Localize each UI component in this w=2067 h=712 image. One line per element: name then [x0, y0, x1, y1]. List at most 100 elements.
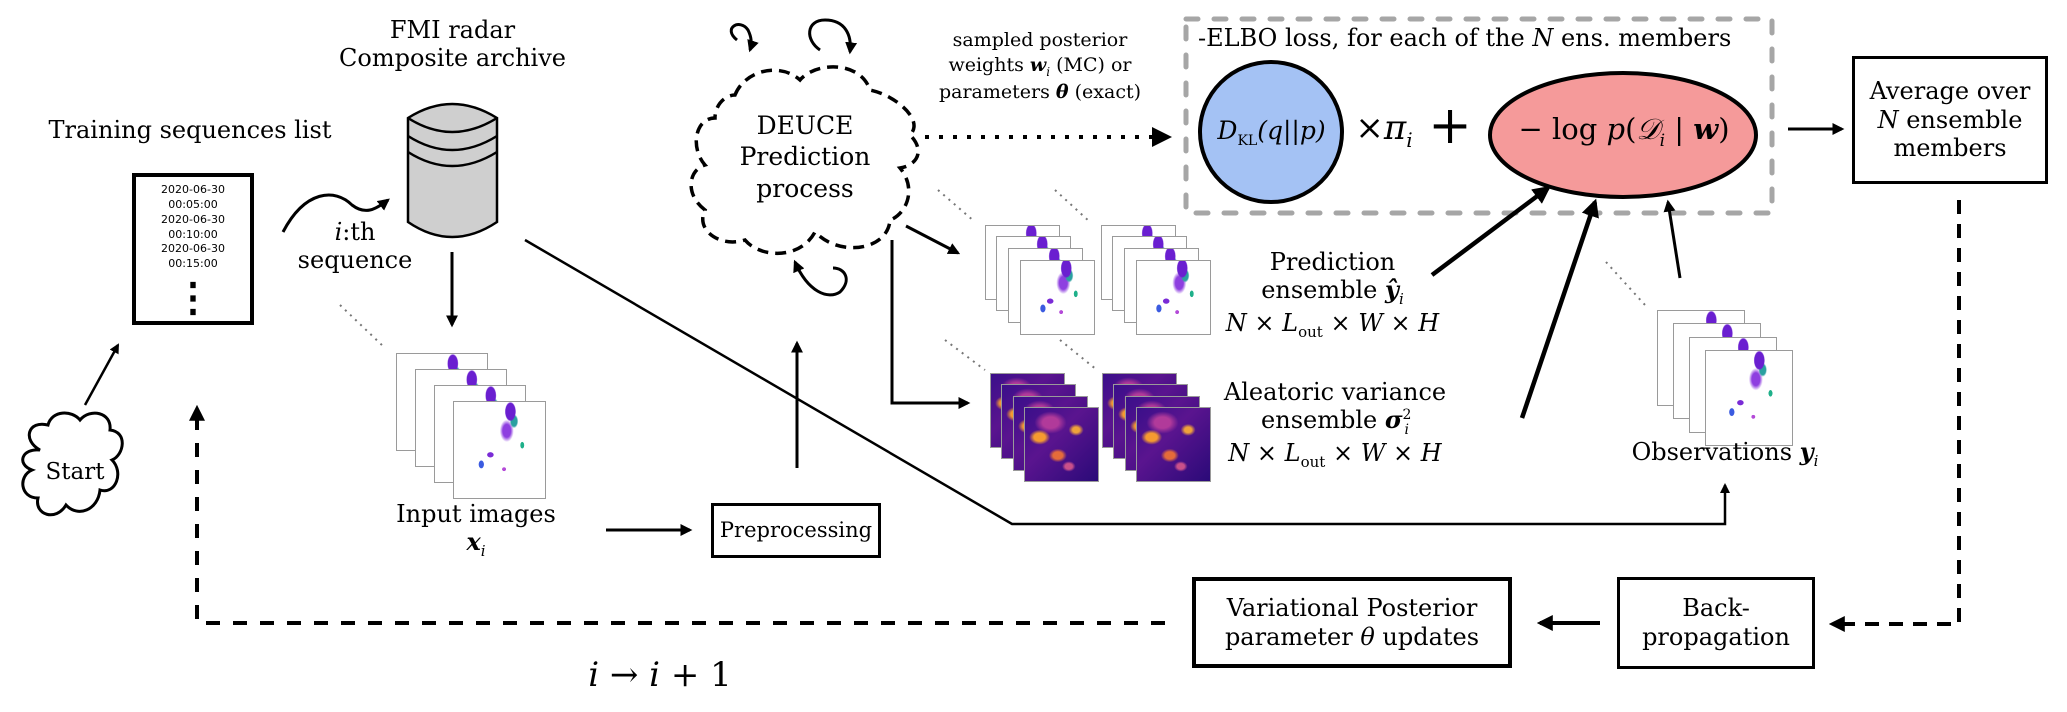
variational-param-word: parameter — [1224, 622, 1361, 651]
variance-dims-sub: out — [1300, 452, 1326, 471]
input-images-text: Input images — [396, 500, 556, 528]
variational-line1: Variational Posterior — [1226, 593, 1478, 622]
average-to-backprop-dashed-arrow — [1828, 200, 1961, 632]
backpropagation-box[interactable]: Back- propagation — [1617, 577, 1815, 669]
variance-ensemble-label: Aleatoric variance ensemble σ2i N × Lout… — [1210, 378, 1460, 471]
variance-stack-2[interactable] — [1102, 373, 1214, 485]
radar-frame — [1136, 260, 1211, 335]
sampled-line1: sampled posterior — [952, 29, 1128, 51]
input-symbol: x — [466, 527, 481, 557]
pi-subscript: i — [1406, 127, 1413, 152]
kl-divergence-node[interactable] — [1198, 60, 1344, 204]
nll-bar: | — [1665, 112, 1694, 146]
params-prefix: parameters — [938, 81, 1056, 104]
variance-leader-dots-1 — [944, 339, 986, 371]
prediction-leader-dots-2 — [1054, 189, 1091, 223]
list-entry: 2020-06-30 00:15:00 — [161, 242, 225, 271]
variance-leader-dots-2 — [1059, 339, 1098, 371]
iteration-i: i — [588, 655, 600, 695]
nll-p: p — [1606, 112, 1626, 146]
nll-dataset-subscript: i — [1659, 130, 1666, 151]
elbo-frame — [1183, 16, 1775, 216]
iteration-label: i → i + 1 — [560, 655, 760, 695]
database-cylinder-icon[interactable] — [406, 102, 499, 239]
backprop-line2: propagation — [1642, 623, 1790, 651]
iteration-plus-one: + 1 — [660, 655, 732, 695]
elbo-title-prefix: -ELBO loss, for each of the — [1198, 24, 1533, 52]
variance-stack-1[interactable] — [990, 373, 1102, 485]
index-symbol: i — [334, 218, 343, 246]
variance-to-nll-arrow — [1519, 198, 1599, 419]
list-ellipsis: ⋮ — [173, 274, 213, 322]
start-label[interactable]: Start — [45, 459, 105, 485]
average-N: N — [1877, 105, 1899, 134]
deuce-line1: DEUCE — [756, 111, 854, 140]
observations-label: Observations yi — [1615, 437, 1835, 470]
radar-frame — [453, 401, 546, 499]
variance-superscript: 2 — [1402, 407, 1412, 424]
input-images-stack[interactable] — [396, 353, 548, 501]
input-leader-dots — [339, 304, 386, 349]
prediction-dims-sub: out — [1298, 322, 1323, 341]
variational-posterior-box[interactable]: Variational Posterior parameter θ update… — [1192, 577, 1512, 668]
observations-to-nll-arrow — [1663, 199, 1682, 279]
weights-symbol: w — [1029, 53, 1047, 76]
elbo-title-suffix: ens. members — [1553, 24, 1732, 52]
elbo-title: -ELBO loss, for each of the N ens. membe… — [1198, 24, 1763, 52]
deuce-line2: Prediction — [739, 142, 871, 172]
nll-close-paren: ) — [1718, 112, 1730, 146]
prediction-leader-dots-1 — [937, 189, 976, 223]
average-line1: Average over — [1869, 76, 2031, 105]
prediction-stack-2[interactable] — [1101, 225, 1213, 337]
weights-subscript: i — [1046, 64, 1051, 79]
backprop-line1: Back- — [1682, 594, 1750, 623]
training-sequences-list[interactable]: 2020-06-30 00:05:00 2020-06-30 00:10:00 … — [132, 173, 254, 325]
prediction-stack-1[interactable] — [985, 225, 1097, 337]
deuce-cloud-shape[interactable] — [689, 65, 920, 255]
negative-log-likelihood-node[interactable] — [1488, 71, 1758, 199]
variational-updates-word: updates — [1374, 622, 1480, 651]
times-pi: ×π — [1355, 108, 1407, 148]
plus-sign: + — [1428, 96, 1472, 156]
preprocessing-box[interactable]: Preprocessing — [711, 503, 881, 558]
kl-term-label: DKL(q||p) — [1200, 116, 1343, 150]
list-entry: 2020-06-30 00:05:00 — [161, 183, 225, 211]
variance-dims-post: × W × H — [1325, 438, 1442, 467]
nll-term-label: − log p(𝒟i | w) — [1493, 112, 1755, 151]
cycle-arrow-icon-2 — [808, 18, 858, 55]
archive-to-observations-line — [524, 238, 1730, 526]
prediction-ensemble-word: ensemble — [1261, 276, 1386, 305]
ith-suffix: :th — [342, 218, 376, 246]
prediction-subscript: i — [1398, 290, 1404, 309]
start-to-list-arrow — [83, 343, 120, 406]
params-suffix: (exact) — [1068, 81, 1142, 104]
nll-minus-log: − log — [1518, 112, 1607, 146]
list-entry: 2020-06-30 00:10:00 — [161, 212, 225, 241]
prediction-dims-post: × W × H — [1322, 308, 1440, 337]
iteration-next-i: i — [649, 655, 661, 695]
sampled-weights-label: sampled posterior weights wi (MC) or par… — [920, 28, 1160, 105]
observations-text: Observations — [1631, 438, 1800, 466]
variance-frame — [1024, 407, 1099, 482]
elbo-title-N: N — [1532, 24, 1554, 52]
params-symbol: θ — [1055, 81, 1069, 104]
deuce-label[interactable]: DEUCE Prediction process — [720, 110, 890, 204]
archive-title: FMI radar Composite archive — [320, 16, 585, 73]
prediction-to-nll-arrow — [1430, 185, 1551, 277]
average-box[interactable]: Average over N ensemble members — [1852, 56, 2048, 184]
deuce-line3: process — [756, 173, 854, 203]
loop-back-dashed-arrow — [189, 404, 1165, 625]
nll-dataset: 𝒟 — [1636, 112, 1660, 146]
archive-title-line2: Composite archive — [339, 44, 566, 73]
observations-stack[interactable] — [1657, 310, 1797, 448]
variance-subscript: i — [1404, 422, 1409, 439]
weights-prefix: weights — [948, 53, 1030, 76]
nll-open-paren: ( — [1625, 112, 1637, 146]
sequence-word: sequence — [297, 246, 413, 275]
nll-weights: w — [1693, 112, 1719, 146]
observations-symbol: y — [1799, 437, 1814, 466]
variance-dims: N × L — [1228, 438, 1301, 467]
start-cloud-shape[interactable] — [21, 411, 124, 517]
